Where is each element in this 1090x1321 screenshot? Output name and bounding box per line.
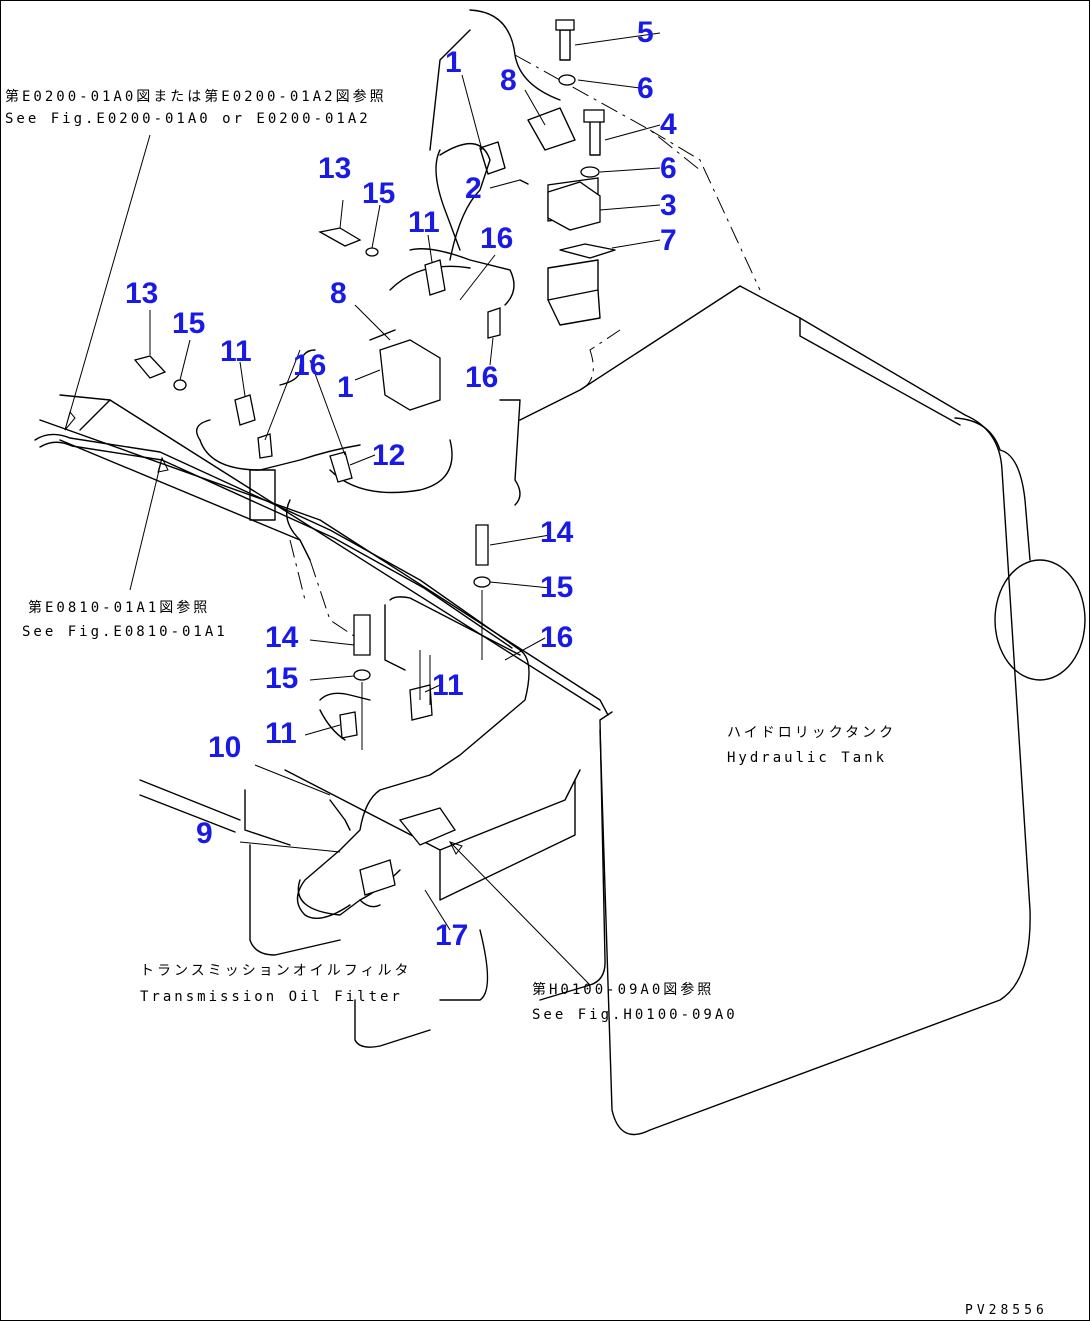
callout-11: 11 <box>432 669 464 702</box>
callout-8: 8 <box>500 64 517 97</box>
callout-labels: 5 1 8 6 4 6 2 3 7 13 15 11 16 8 13 15 11… <box>125 16 677 952</box>
callout-1: 1 <box>445 46 462 79</box>
hydraulic-tank-outline <box>429 9 1086 1136</box>
callout-16: 16 <box>540 621 573 654</box>
drawing-id: PV28556 <box>965 1303 1048 1318</box>
callout-11: 11 <box>220 335 252 368</box>
callout-15: 15 <box>265 662 298 695</box>
callout-11: 11 <box>408 206 440 239</box>
frame-members <box>39 394 609 1048</box>
callout-10: 10 <box>208 731 241 764</box>
callout-14: 14 <box>265 621 299 654</box>
callout-3: 3 <box>660 189 677 222</box>
callout-13: 13 <box>125 277 158 310</box>
reference-notes: 第E0200-01A0図または第E0200-01A2図参照 See Fig.E0… <box>5 88 1048 1318</box>
callout-14: 14 <box>540 516 574 549</box>
callout-5: 5 <box>637 16 654 49</box>
components <box>133 19 616 896</box>
ref-bot-jp: 第H0100-09A0図参照 <box>532 981 714 998</box>
callout-15: 15 <box>172 307 205 340</box>
filter-label-en: Transmission Oil Filter <box>140 989 403 1005</box>
callout-16: 16 <box>480 222 513 255</box>
callout-12: 12 <box>372 439 405 472</box>
callout-15: 15 <box>540 571 573 604</box>
callout-17: 17 <box>435 919 468 952</box>
callout-13: 13 <box>318 152 351 185</box>
tank-label-jp: ハイドロリックタンク <box>727 725 896 741</box>
callout-7: 7 <box>660 224 677 257</box>
ref-mid-en: See Fig.E0810-01A1 <box>22 624 228 640</box>
leader-lines <box>64 32 661 986</box>
callout-6: 6 <box>660 152 677 185</box>
callout-11: 11 <box>265 717 297 750</box>
ref-mid-jp: 第E0810-01A1図参照 <box>28 599 210 616</box>
callout-1: 1 <box>337 371 354 404</box>
filter-label-jp: トランスミッションオイルフィルタ <box>140 963 411 979</box>
tank-label-en: Hydraulic Tank <box>727 750 887 766</box>
wiring-harness <box>34 142 530 919</box>
callout-16: 16 <box>293 349 326 382</box>
callout-6: 6 <box>637 72 654 105</box>
callout-8: 8 <box>330 277 347 310</box>
ref-top-jp: 第E0200-01A0図または第E0200-01A2図参照 <box>5 88 387 105</box>
callout-4: 4 <box>660 108 677 141</box>
ref-top-en: See Fig.E0200-01A0 or E0200-01A2 <box>5 111 371 127</box>
ref-bot-en: See Fig.H0100-09A0 <box>532 1007 738 1023</box>
callout-15: 15 <box>362 177 395 210</box>
callout-2: 2 <box>465 172 482 205</box>
callout-16: 16 <box>465 361 498 394</box>
callout-9: 9 <box>196 817 213 850</box>
